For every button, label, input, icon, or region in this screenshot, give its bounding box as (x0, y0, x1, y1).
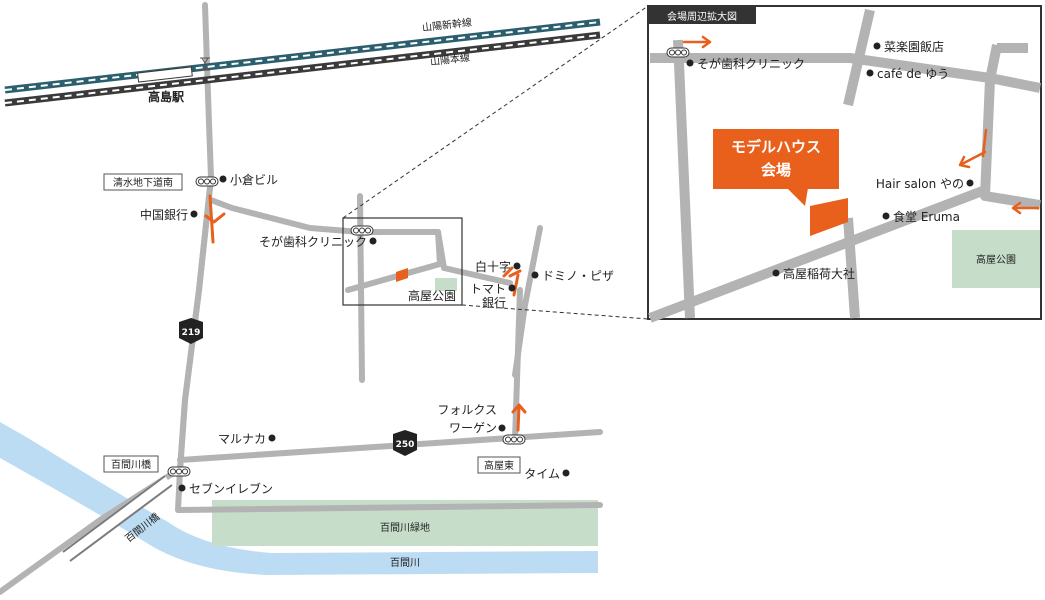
poi-dot (966, 179, 974, 187)
inset-label-park: 高屋公園 (976, 253, 1016, 266)
svg-text:250: 250 (396, 440, 415, 450)
poi-dot (369, 237, 377, 245)
road-250 (177, 429, 603, 463)
zoom-line-bottom (461, 304, 649, 320)
inset-road-top (650, 53, 1041, 93)
station-platform (137, 66, 193, 83)
signal-icon (167, 466, 191, 477)
poi-dot (873, 42, 881, 50)
road-219 (177, 175, 214, 473)
svg-text:219: 219 (182, 328, 201, 338)
svg-text:清水地下道南: 清水地下道南 (113, 176, 173, 189)
shinkansen-label: 山陽新幹線 (421, 16, 472, 35)
label-volkswagen-2: ワーゲン (449, 421, 497, 435)
label-time: タイム (524, 467, 560, 481)
hyakkengawa-bridge (62, 475, 173, 562)
inset-label-inari: 高屋稲荷大社 (783, 266, 855, 281)
station-label: 高島駅 (148, 89, 185, 104)
venue-marker (396, 268, 408, 282)
inset-park (952, 230, 1040, 288)
inset-label-soga-dental: そが歯科クリニック (697, 56, 805, 71)
signal-icon (502, 434, 526, 445)
arrow-icon (511, 403, 527, 432)
road-west-vertical (357, 193, 365, 383)
signal-name-hyakkengawa: 百間川橋 (103, 455, 159, 473)
label-kokura-bldg: 小倉ビル (230, 172, 278, 187)
inset-label-cafe: café de ゆう (877, 67, 949, 81)
river-area (0, 422, 598, 575)
poi-dot (772, 269, 780, 277)
poi-dot (513, 262, 521, 270)
label-seven-eleven: セブンイレブン (189, 481, 273, 496)
poi-dot (219, 175, 227, 183)
poi-dot (531, 271, 539, 279)
signal-icon (666, 47, 690, 58)
arrow-icon (204, 194, 226, 244)
signal-icon (350, 225, 374, 236)
inset-venue-marker (810, 198, 848, 236)
poi-dot (562, 469, 570, 477)
arrow-icon (502, 266, 522, 297)
route-219-shield: 219 (179, 318, 203, 344)
poi-dot (190, 210, 198, 218)
zoom-line-top (342, 5, 649, 219)
road-dental-vertical (435, 229, 443, 267)
poi-dot (686, 59, 694, 67)
arrow-icon (1011, 201, 1040, 215)
inset-label-shokudo: 食堂 Eruma (893, 209, 960, 224)
svg-text:高屋東: 高屋東 (484, 459, 514, 472)
label-river: 百間川 (390, 557, 420, 569)
poi-dot (866, 69, 874, 77)
inset-road-diagonal (648, 185, 987, 323)
label-chugoku-bank: 中国銀行 (140, 207, 188, 222)
road-takaya-east (512, 287, 523, 443)
rail-shinkansen (4, 18, 601, 94)
label-domino: ドミノ・ピザ (542, 269, 614, 283)
label-greenbelt: 百間川緑地 (380, 521, 430, 534)
svg-text:モデルハウス: モデルハウス (731, 138, 821, 156)
svg-text:百間川橋: 百間川橋 (111, 458, 151, 471)
inset-venue-callout: モデルハウス 会場 (713, 129, 839, 206)
inset-road-south (843, 217, 860, 319)
label-hakujuji: 白十字 (475, 259, 511, 274)
inset-title: 会場周辺拡大図 (649, 7, 756, 24)
park-small (435, 278, 457, 291)
label-soga-dental: そが歯科クリニック (259, 234, 367, 249)
arrow-icon (958, 128, 988, 169)
poi-dot (268, 434, 276, 442)
inset-road-left (673, 39, 695, 319)
poi-dot (882, 212, 890, 220)
inset-road-center-north (843, 8, 875, 107)
label-marunaka: マルナカ (218, 432, 266, 446)
label-tomato-bank-1: トマト (470, 282, 506, 296)
underpass-icon (200, 57, 210, 71)
inset-map: モデルハウス 会場 会場周辺拡大図 そが歯科クリニック 菜楽園飯店 café d… (647, 5, 1042, 323)
poi-dot (498, 424, 506, 432)
signal-name-shimizu: 清水地下道南 (103, 173, 183, 191)
label-tomato-bank-2: 銀行 (482, 296, 506, 310)
inset-label-saiseien: 菜楽園飯店 (884, 39, 944, 54)
label-volkswagen-1: フォルクス (437, 403, 497, 417)
poi-dot (178, 484, 186, 492)
venue-zoom-frame (342, 217, 463, 306)
svg-text:会場周辺拡大図: 会場周辺拡大図 (667, 10, 737, 23)
inset-label-hair-salon: Hair salon やの (876, 177, 964, 191)
arrow-icon (682, 35, 712, 49)
label-takaya-park: 高屋公園 (408, 288, 456, 303)
poi-dot (508, 284, 516, 292)
route-250-shield: 250 (393, 430, 417, 456)
inset-road-right (980, 44, 1041, 210)
signal-name-takaya-east: 高屋東 (477, 456, 521, 474)
signal-icon (195, 176, 219, 187)
rail-main-line (4, 31, 601, 107)
svg-text:会場: 会場 (761, 161, 791, 179)
